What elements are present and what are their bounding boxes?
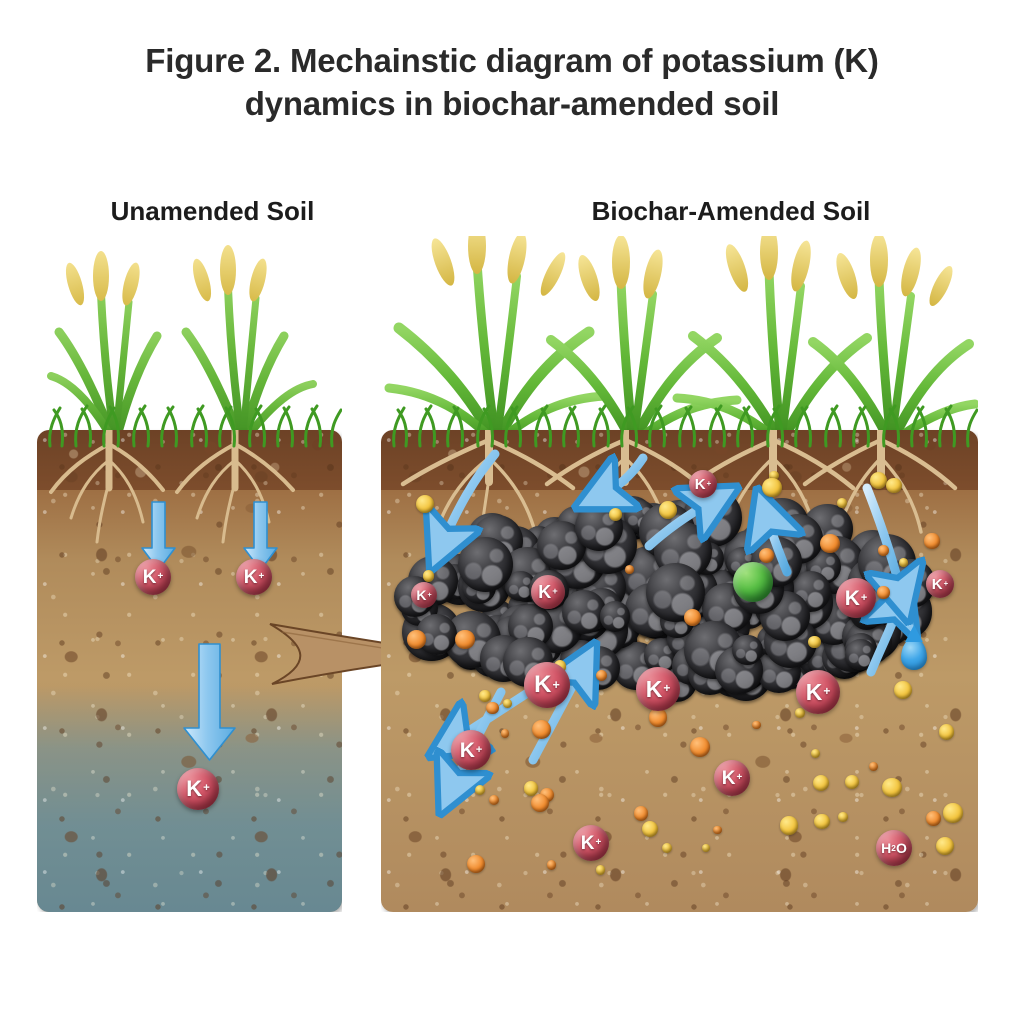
- potassium-ion: K+: [411, 582, 437, 608]
- k-release-arrow-1: [644, 502, 711, 551]
- potassium-ion: K+: [451, 730, 491, 770]
- figure-title-line-1: Figure 2. Mechainstic diagram of potassi…: [145, 42, 879, 79]
- potassium-ion: K+: [714, 760, 750, 796]
- grass-strip-unamended: [48, 404, 342, 448]
- potassium-ion: K+: [689, 470, 717, 498]
- potassium-ion-leached: K+: [177, 768, 219, 810]
- potassium-ion: K+: [531, 575, 565, 609]
- water-droplet-icon: [901, 638, 927, 670]
- roots-unamended: [49, 430, 295, 544]
- potassium-ion: K+: [524, 662, 570, 708]
- potassium-ion: K+: [236, 559, 272, 595]
- potassium-ion: K+: [796, 670, 840, 714]
- potassium-ion: K+: [573, 825, 609, 861]
- grass-strip-biochar: [392, 404, 978, 448]
- k-adsorption-arrow-2: [603, 458, 648, 494]
- figure-title-line-2: dynamics in biochar-amended soil: [244, 84, 780, 122]
- k-release-arrow-2: [528, 670, 581, 765]
- potassium-ion: K+: [135, 559, 171, 595]
- k-movement-arrow-right: [243, 501, 278, 571]
- root-system-left-2: [175, 430, 295, 544]
- potassium-ion: K+: [836, 578, 876, 618]
- k-movement-arrow-left: [141, 501, 176, 571]
- panel-label-biochar-amended: Biochar-Amended Soil: [591, 196, 871, 226]
- k-adsorption-arrow-1: [443, 449, 500, 542]
- figure-title: Figure 2. Mechainstic diagram of potassi…: [0, 40, 1024, 126]
- k-downward-arrow-right: [862, 483, 901, 592]
- root-uptake-arrow-1: [767, 518, 787, 577]
- panel-label-unamended: Unamended Soil: [110, 196, 315, 226]
- k-flow-arrows-unamended: [141, 501, 278, 761]
- potassium-ion: K+: [636, 667, 680, 711]
- panel-unamended-soil: K+ K+ K+: [37, 236, 342, 912]
- root-system-left-1: [49, 430, 165, 544]
- k-leaching-arrow: [183, 643, 236, 761]
- nutrient-cation-ion: [733, 562, 773, 602]
- potassium-ion: K+: [926, 570, 954, 598]
